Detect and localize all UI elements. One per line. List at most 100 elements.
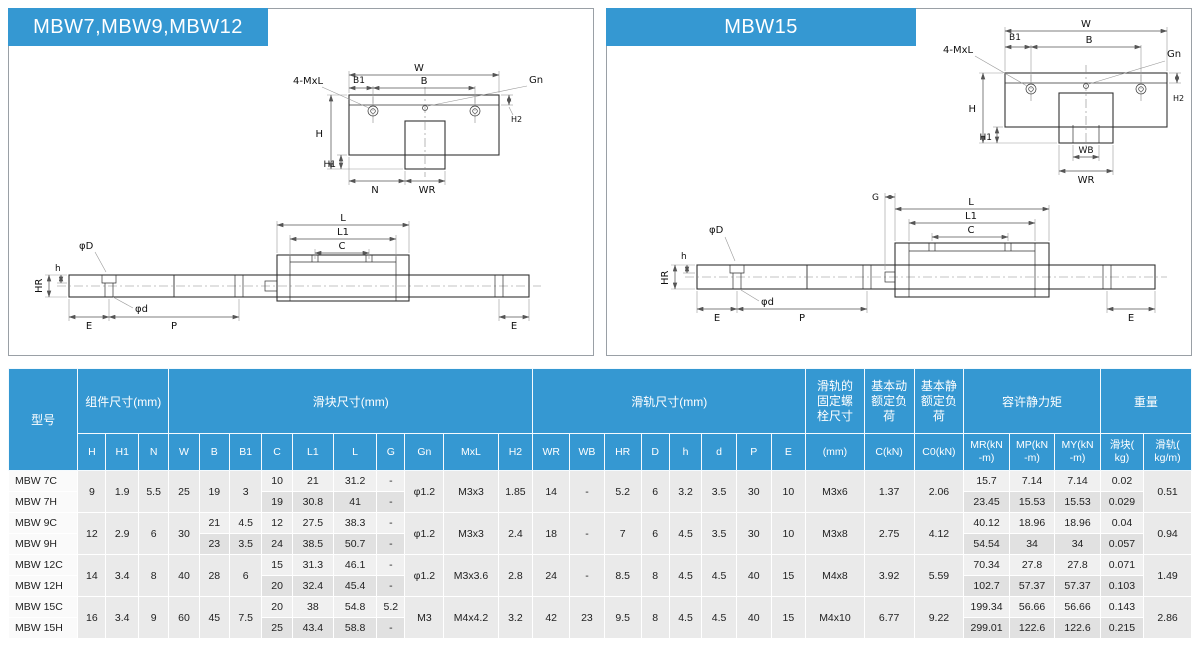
panel-title: MBW7,MBW9,MBW12 — [8, 8, 268, 46]
cell: 122.6 — [1008, 617, 1056, 639]
cell: M4x4.2 — [443, 596, 499, 639]
dim-label-b: B — [1086, 35, 1093, 46]
cell: 2.8 — [497, 554, 534, 597]
dim-label-p: P — [171, 321, 177, 332]
cell: 54.8 — [332, 596, 378, 618]
cell: 6 — [228, 554, 263, 597]
cell: 14 — [532, 470, 571, 513]
dim-label-g: G — [872, 193, 879, 203]
dim-label-w: W — [414, 63, 424, 74]
cell: 1.85 — [497, 470, 534, 513]
cell: 3.4 — [105, 554, 139, 597]
cell: 0.057 — [1099, 533, 1145, 555]
cell: 5.59 — [913, 554, 965, 597]
cell: φ1.2 — [404, 554, 445, 597]
cell: 30 — [735, 512, 772, 555]
cell: 3.2 — [668, 470, 703, 513]
table-row: MBW 15H 25 43.4 58.8 - 299.01 122.6 122.… — [7, 617, 1192, 639]
dim-label-e-left: E — [86, 321, 92, 332]
cell: - — [376, 617, 406, 639]
cell: 58.8 — [332, 617, 378, 639]
cell: - — [376, 554, 406, 576]
dim-label-p: P — [799, 313, 805, 324]
section-view: W B B1 Gn 4-MxL H H1 — [293, 63, 543, 196]
dim-label-b1: B1 — [353, 76, 365, 86]
cell: 46.1 — [332, 554, 378, 576]
col-group-assembly: 组件尺寸(mm) — [77, 368, 170, 434]
cell: 54.54 — [963, 533, 1010, 555]
cell: 19 — [198, 470, 230, 513]
cell: 23 — [198, 533, 230, 555]
cell: 70.34 — [963, 554, 1010, 576]
cell: 40.12 — [963, 512, 1010, 534]
cell: 5.5 — [137, 470, 170, 513]
dim-label-h1: H1 — [980, 133, 993, 143]
col-header: H — [77, 433, 107, 471]
cell: 2.9 — [105, 512, 139, 555]
cell: 1.37 — [863, 470, 915, 513]
cell: 1.9 — [105, 470, 139, 513]
cell: 15 — [770, 596, 807, 639]
cell: 2.75 — [863, 512, 915, 555]
dim-label-gn: Gn — [529, 75, 543, 86]
dim-label-phid-small: φd — [761, 297, 774, 308]
col-header: MxL — [443, 433, 499, 471]
cell: 4.5 — [668, 554, 703, 597]
cell: 21 — [198, 512, 230, 534]
table-row: MBW 9C 12 2.9 6 30 21 4.5 12 27.5 38.3 -… — [7, 512, 1192, 555]
col-header: C0(kN) — [913, 433, 965, 471]
cell: 40 — [168, 554, 200, 597]
cell: 10 — [770, 512, 807, 555]
cell: 18.96 — [1054, 512, 1101, 534]
cell: 3.2 — [497, 596, 534, 639]
cell: - — [569, 470, 605, 513]
drawing-panels: MBW7,MBW9,MBW12 — [8, 8, 1192, 356]
cell: 5.2 — [603, 470, 642, 513]
cell: 15.53 — [1054, 491, 1101, 513]
cell: 15 — [261, 554, 293, 576]
drawing-panel-mbw15: MBW15 — [606, 8, 1192, 356]
cell: 27.8 — [1054, 554, 1101, 576]
cell: 31.2 — [332, 470, 378, 492]
cell: - — [376, 575, 406, 597]
cell: 7.14 — [1008, 470, 1056, 492]
header-row-columns: H H1 N W B B1 C L1 L G Gn MxL H2 WR WB H… — [9, 433, 1192, 471]
dim-label-w: W — [1081, 19, 1091, 30]
cell: 32.4 — [291, 575, 334, 597]
col-header: L — [332, 433, 378, 471]
cell: 3.5 — [228, 533, 263, 555]
table-row: MBW 15C 16 3.4 9 60 45 7.5 20 38 54.8 5.… — [7, 596, 1192, 639]
col-header: C(kN) — [863, 433, 915, 471]
col-header: 滑块( kg) — [1099, 433, 1145, 471]
cell: 7 — [603, 512, 642, 555]
cell: - — [569, 512, 605, 555]
cell: 38.3 — [332, 512, 378, 534]
cell: 57.37 — [1054, 575, 1101, 597]
cell: 9 — [137, 596, 170, 639]
col-header: L1 — [291, 433, 334, 471]
col-header: C — [261, 433, 293, 471]
col-header: Gn — [404, 433, 445, 471]
cell: 0.029 — [1099, 491, 1145, 513]
cell: 199.34 — [963, 596, 1010, 618]
col-group-moment: 容许静力矩 — [963, 368, 1101, 434]
cell: 15.7 — [963, 470, 1010, 492]
cell: 0.94 — [1143, 512, 1192, 555]
cell: M3x6 — [805, 470, 865, 513]
table-row: MBW 12H 20 32.4 45.4 - 102.7 57.37 57.37… — [7, 575, 1192, 597]
model-cell: MBW 9H — [7, 533, 79, 555]
col-header: MR(kN -m) — [963, 433, 1010, 471]
cell: φ1.2 — [404, 470, 445, 513]
col-group-bolt: 滑轨的 固定螺 栓尺寸 — [805, 368, 865, 434]
cell: 16 — [77, 596, 107, 639]
cell: 4.12 — [913, 512, 965, 555]
model-cell: MBW 12C — [7, 554, 79, 576]
dim-label-hsmall: h — [55, 264, 61, 274]
cell: 12 — [261, 512, 293, 534]
cell: 18 — [532, 512, 571, 555]
cell: 0.02 — [1099, 470, 1145, 492]
cell: 30 — [168, 512, 200, 555]
cell: 9 — [77, 470, 107, 513]
cell: 8 — [640, 596, 670, 639]
